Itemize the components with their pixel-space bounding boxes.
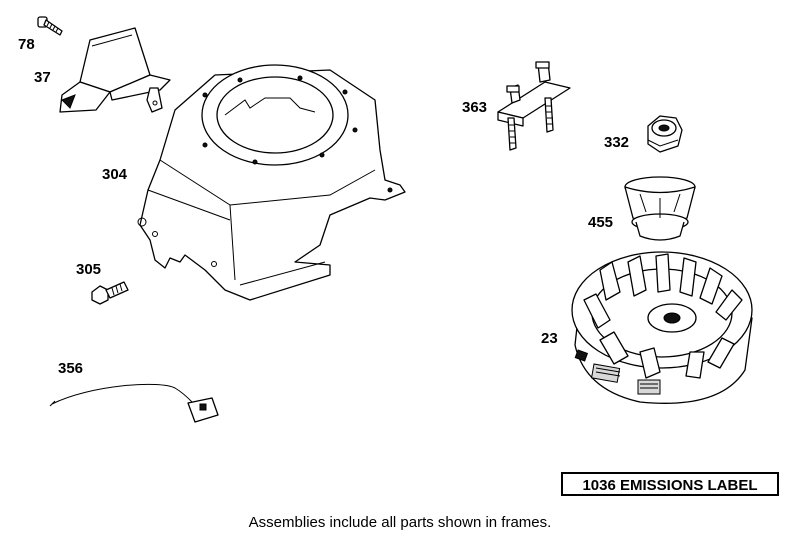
emissions-label-frame: 1036 EMISSIONS LABEL [561, 472, 779, 496]
part-number-356: 356 [58, 360, 84, 377]
footer-note: Assemblies include all parts shown in fr… [248, 514, 552, 531]
part-number-23: 23 [541, 330, 558, 347]
bolt-305-drawing [91, 281, 129, 305]
deflector-37-drawing [59, 27, 171, 113]
bracket-363-drawing [497, 61, 571, 151]
part-number-363: 363 [462, 99, 488, 116]
part-number-305: 305 [76, 261, 102, 278]
nut-332-drawing [647, 115, 683, 153]
ground-wire-356-drawing [49, 383, 219, 423]
part-number-455: 455 [588, 214, 614, 231]
blower-housing-304-drawing [137, 64, 406, 301]
part-number-78: 78 [18, 36, 35, 53]
starter-cup-455-drawing [624, 176, 696, 241]
part-number-37: 37 [34, 69, 51, 86]
part-number-332: 332 [604, 134, 630, 151]
flywheel-23-drawing [571, 251, 753, 404]
part-number-304: 304 [102, 166, 128, 183]
screw-78-drawing [37, 16, 63, 36]
emissions-label-text: 1036 EMISSIONS LABEL [582, 477, 758, 494]
